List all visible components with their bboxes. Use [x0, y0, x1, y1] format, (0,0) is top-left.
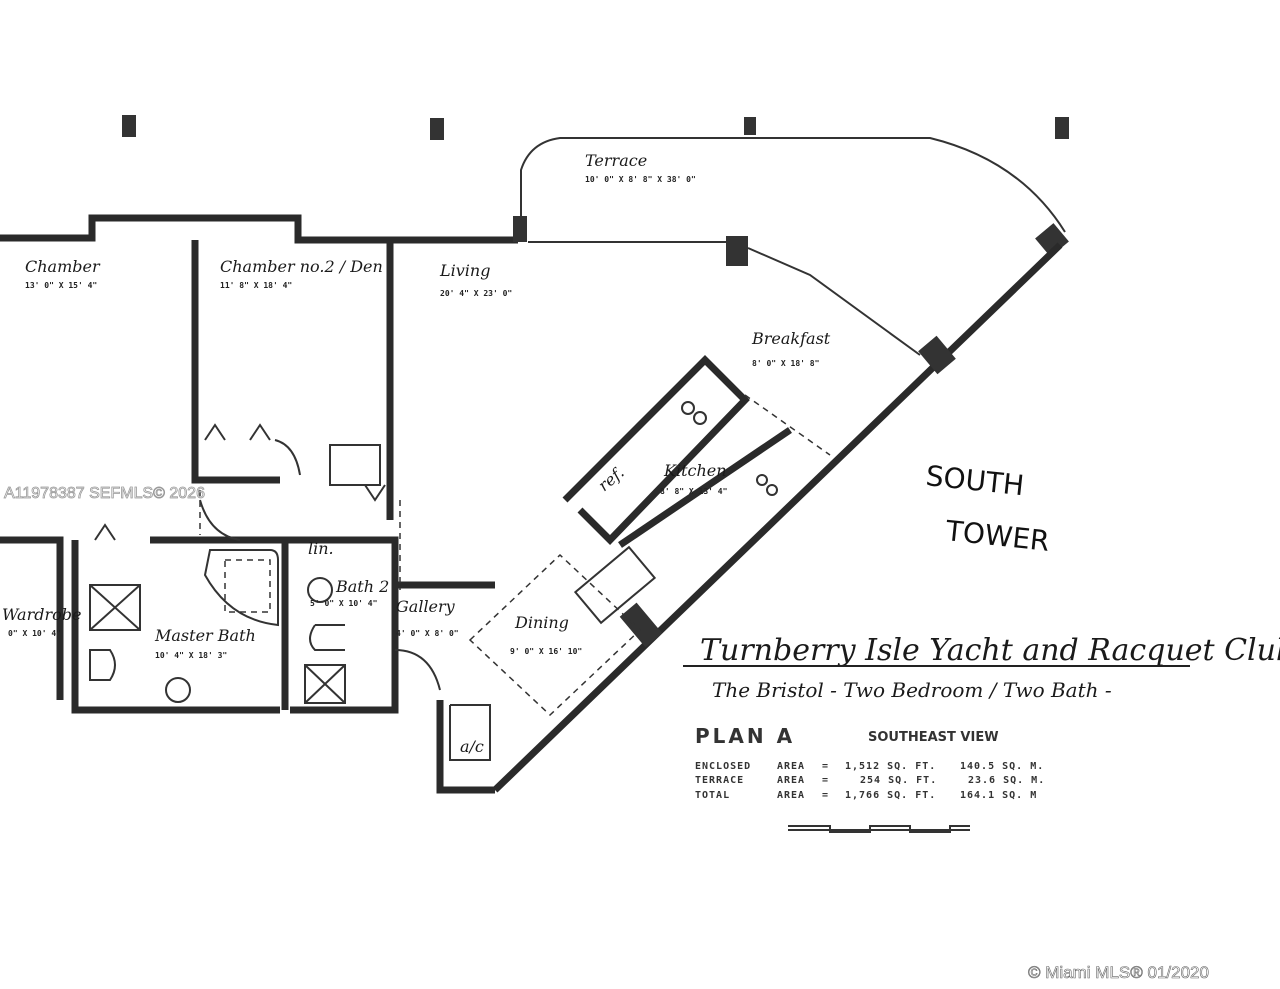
fixtures — [89, 401, 778, 704]
room-dim-master-bath: 10' 4" X 18' 3" — [155, 651, 227, 660]
room-dim-dining: 9' 0" X 16' 10" — [510, 647, 582, 656]
copyright: © Miami MLS® 01/2020 — [1028, 963, 1209, 982]
room-label-kitchen: Kitchen — [663, 461, 727, 480]
room-label-gallery: Gallery — [396, 597, 456, 616]
handwritten-south: SOUTH — [924, 459, 1025, 502]
area-eq: = — [822, 761, 829, 772]
area-sqft: 1,512 SQ. FT. — [845, 761, 936, 772]
area-label: AREA — [777, 761, 805, 772]
room-label-chamber2: Chamber no.2 / Den — [220, 257, 383, 276]
room-dim-chamber: 13' 0" X 15' 4" — [25, 281, 97, 290]
room-label-linen: lin. — [308, 539, 334, 558]
area-sqm: 23.6 SQ. M. — [968, 775, 1045, 786]
room-dim-breakfast: 8' 0" X 18' 8" — [752, 359, 819, 368]
columns — [122, 115, 1069, 140]
room-label-master-bath: Master Bath — [154, 626, 256, 645]
area-name: TOTAL — [695, 790, 730, 801]
area-table: ENCLOSED AREA = 1,512 SQ. FT. 140.5 SQ. … — [695, 761, 1045, 801]
walls — [0, 137, 1069, 794]
room-label-terrace: Terrace — [585, 151, 647, 170]
area-sqft: 254 SQ. FT. — [860, 775, 937, 786]
room-label-ac: a/c — [460, 737, 484, 756]
scale-bar — [788, 825, 970, 833]
room-label-breakfast: Breakfast — [751, 329, 831, 348]
plan-view: SOUTHEAST VIEW — [868, 730, 999, 745]
room-label-wardrobe: Wardrobe — [2, 605, 81, 624]
title: Turnberry Isle Yacht and Racquet Club — [700, 633, 1280, 668]
area-sqft: 1,766 SQ. FT. — [845, 790, 936, 801]
area-label: AREA — [777, 790, 805, 801]
area-label: AREA — [777, 775, 805, 786]
room-dim-gallery: 4' 0" X 8' 0" — [396, 629, 459, 638]
area-sqm: 164.1 SQ. M — [960, 790, 1037, 801]
plan-label: PLAN A — [695, 724, 795, 748]
watermark: A11978387 SEFMLS© 2026 — [4, 485, 205, 502]
room-label-dining: Dining — [514, 613, 569, 632]
subtitle: The Bristol - Two Bedroom / Two Bath - — [712, 678, 1112, 702]
room-dim-wardrobe: 0" X 10' 4" — [8, 629, 61, 638]
room-label-living: Living — [439, 261, 490, 280]
room-dim-living: 20' 4" X 23' 0" — [440, 289, 512, 298]
room-label-bath2: Bath 2 — [335, 577, 389, 596]
area-sqm: 140.5 SQ. M. — [960, 761, 1044, 772]
area-eq: = — [822, 775, 829, 786]
room-label-chamber: Chamber — [25, 257, 101, 276]
area-name: ENCLOSED — [695, 761, 751, 772]
room-dim-kitchen: 8' 8" X 13' 4" — [660, 487, 727, 496]
room-dim-bath2: 5' 0" X 10' 4" — [310, 599, 377, 608]
area-name: TERRACE — [695, 775, 744, 786]
area-eq: = — [822, 790, 829, 801]
room-dim-chamber2: 11' 8" X 18' 4" — [220, 281, 292, 290]
room-dim-terrace: 10' 0" X 8' 8" X 38' 0" — [585, 175, 696, 184]
handwritten-tower: TOWER — [943, 514, 1051, 558]
